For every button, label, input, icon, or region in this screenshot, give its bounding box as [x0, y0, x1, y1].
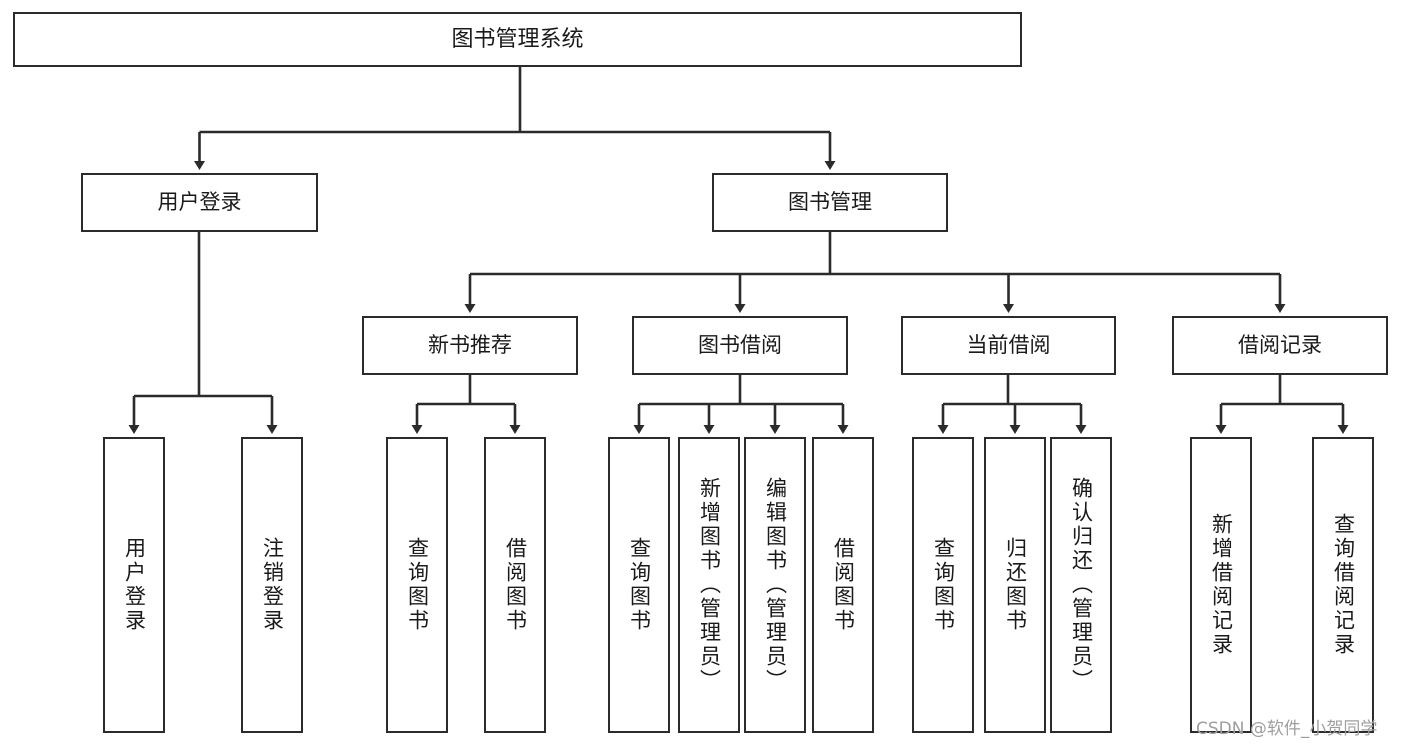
- node-l-bo-lend[interactable]: 借阅图书: [812, 437, 874, 733]
- node-label: 当前借阅: [966, 333, 1051, 358]
- node-l-bo-query[interactable]: 查询图书: [608, 437, 670, 733]
- node-label: 用户登录: [157, 190, 242, 215]
- node-label: 新增图书（管理员）: [697, 477, 722, 693]
- node-l-cu-query[interactable]: 查询图书: [912, 437, 974, 733]
- node-l-logout[interactable]: 注销登录: [241, 437, 303, 733]
- node-l-cu-confirm[interactable]: 确认归还（管理员）: [1050, 437, 1112, 733]
- node-label: 编辑图书（管理员）: [763, 477, 788, 693]
- node-label: 归还图书: [1003, 537, 1028, 633]
- node-n-newbook[interactable]: 新书推荐: [362, 316, 578, 375]
- node-l-userlogin[interactable]: 用户登录: [103, 437, 165, 733]
- node-label: 图书管理: [788, 190, 872, 215]
- node-label: 用户登录: [122, 537, 147, 633]
- node-n-bookmgmt[interactable]: 图书管理: [712, 173, 948, 232]
- node-root[interactable]: 图书管理系统: [13, 12, 1022, 67]
- node-label: 查询借阅记录: [1331, 513, 1356, 657]
- watermark-label: CSDN @软件_小贺同学: [1196, 719, 1378, 739]
- node-label: 查询图书: [405, 537, 430, 633]
- node-label: 查询图书: [627, 537, 652, 633]
- node-label: 图书借阅: [698, 333, 782, 358]
- node-label: 查询图书: [931, 537, 956, 633]
- node-label: 借阅记录: [1238, 333, 1322, 358]
- node-l-nb-borrow[interactable]: 借阅图书: [484, 437, 546, 733]
- node-n-current[interactable]: 当前借阅: [901, 316, 1116, 375]
- node-l-rc-query[interactable]: 查询借阅记录: [1312, 437, 1374, 733]
- node-l-rc-add[interactable]: 新增借阅记录: [1190, 437, 1252, 733]
- node-n-borrow[interactable]: 图书借阅: [632, 316, 848, 375]
- node-n-login[interactable]: 用户登录: [81, 173, 318, 232]
- node-label: 新书推荐: [428, 333, 512, 358]
- node-label: 借阅图书: [503, 537, 528, 633]
- node-l-cu-return[interactable]: 归还图书: [984, 437, 1046, 733]
- node-l-bo-edit[interactable]: 编辑图书（管理员）: [744, 437, 806, 733]
- node-l-nb-query[interactable]: 查询图书: [386, 437, 448, 733]
- node-l-bo-add[interactable]: 新增图书（管理员）: [678, 437, 740, 733]
- node-label: 新增借阅记录: [1209, 513, 1234, 657]
- node-label: 借阅图书: [831, 537, 856, 633]
- node-label: 图书管理系统: [451, 26, 584, 52]
- node-label: 注销登录: [260, 537, 285, 633]
- node-n-record[interactable]: 借阅记录: [1172, 316, 1388, 375]
- node-label: 确认归还（管理员）: [1069, 477, 1094, 693]
